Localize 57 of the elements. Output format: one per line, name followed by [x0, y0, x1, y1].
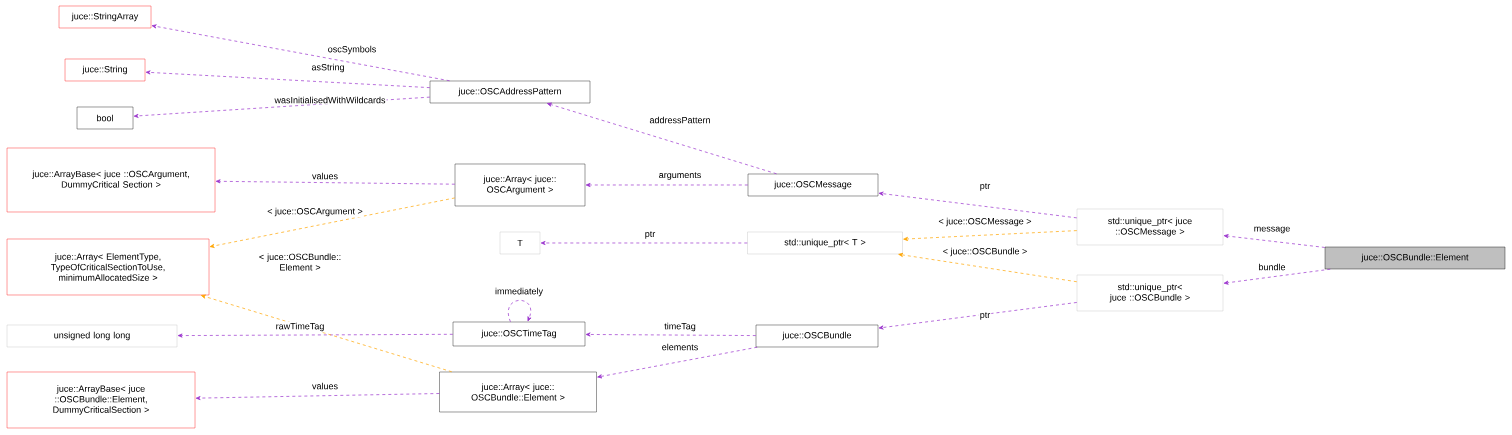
arrow — [1223, 234, 1326, 248]
class-box: juce::OSCMessage — [747, 173, 879, 197]
edge-label: ptr — [978, 311, 992, 321]
arrow — [1223, 268, 1331, 285]
class-box: juce::OSCBundle — [755, 324, 879, 348]
arrow — [898, 252, 1078, 283]
edge-label: ptr — [643, 230, 657, 240]
arrow — [195, 393, 440, 401]
edge-label: ptr — [978, 182, 992, 192]
arrow — [209, 197, 456, 248]
arrow — [151, 24, 450, 82]
arrow — [585, 332, 757, 337]
edge-label: wasInitialisedWithWildcards — [273, 95, 387, 105]
class-box: juce::OSCTimeTag — [452, 321, 586, 347]
edge-label: values — [311, 381, 339, 391]
arrow — [177, 333, 454, 338]
class-box: unsigned long long — [6, 324, 178, 348]
edge-label: arguments — [657, 171, 703, 181]
class-box: std::unique_ptr< T > — [747, 231, 903, 255]
class-box: std::unique_ptr< juce ::OSCBundle > — [1076, 274, 1224, 312]
edge-label: elements — [660, 342, 700, 352]
class-box: std::unique_ptr< juce ::OSCMessage > — [1076, 208, 1224, 246]
edge-label: asString — [310, 62, 346, 74]
class-box: juce::ArrayBase< juce ::OSCBundle::Element, DummyCriticalSection > — [6, 371, 196, 429]
edge-label: rawTimeTag — [274, 321, 326, 333]
edge-label: < juce::OSCBundle:: Element > — [254, 252, 346, 272]
edge-label: immediately — [494, 286, 544, 298]
edge-label: timeTag — [663, 321, 697, 333]
arrow — [215, 179, 456, 185]
arrow — [547, 102, 777, 175]
edge-label: < juce::OSCArgument > — [266, 206, 364, 218]
edge-label: bundle — [1257, 262, 1287, 272]
arrow — [903, 230, 1078, 241]
arrow — [201, 294, 453, 373]
edge-label: < juce::OSCMessage > — [937, 216, 1033, 228]
arrow — [540, 240, 748, 246]
class-box: juce::StringArray — [58, 5, 152, 29]
edge-label: addressPattern — [648, 115, 712, 125]
edge-label: oscSymbols — [326, 44, 378, 56]
edge-label: values — [311, 171, 339, 181]
class-box: juce::ArrayBase< juce ::OSCArgument, DummyCritical Section > — [6, 147, 216, 213]
edge-label: message — [1252, 225, 1292, 235]
class-box: juce::OSCAddressPattern — [429, 80, 591, 104]
arrow — [597, 346, 758, 379]
class-box: bool — [76, 106, 134, 130]
edge-label: < juce::OSCBundle > — [941, 246, 1029, 258]
arrow — [878, 302, 1078, 330]
arrow — [878, 191, 1078, 219]
arrow — [145, 70, 431, 88]
class-box: juce::Array< ElementType, TypeOfCriticalSectionToUse, minimumAllocatedSize > — [6, 238, 210, 296]
class-box: T — [499, 231, 541, 255]
class-box: juce::OSCBundle::Element — [1324, 246, 1506, 270]
class-box: juce::Array< juce:: OSCArgument > — [454, 163, 586, 207]
arrow — [585, 182, 749, 188]
arrow — [508, 300, 532, 323]
class-box: juce::Array< juce:: OSCBundle::Element > — [439, 371, 597, 413]
class-box: juce::String — [64, 58, 146, 82]
